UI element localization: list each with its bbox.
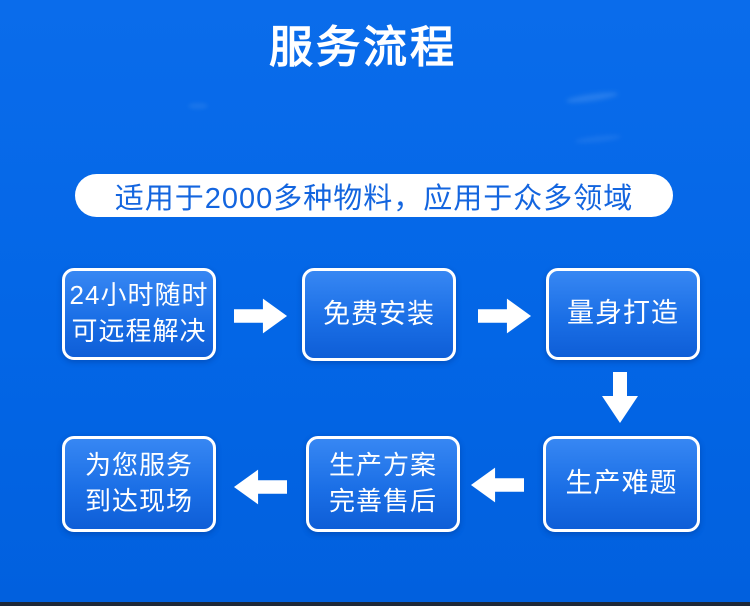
banner-pill: 适用于2000多种物料，应用于众多领域 <box>75 174 673 217</box>
flow-step-line: 为您服务 <box>84 450 193 481</box>
flow-step-line: 完善售后 <box>328 486 437 516</box>
flow-step-free-install: 免费安装 <box>302 268 456 361</box>
flow-step-remote-support: 24小时随时 可远程解决 <box>62 268 216 360</box>
arrow-down-icon <box>602 372 638 424</box>
flow-step-line: 免费安装 <box>323 298 435 329</box>
bottom-edge-strip <box>0 602 750 606</box>
flow-step-tailor-made: 量身打造 <box>546 268 700 360</box>
flow-step-line: 可远程解决 <box>71 316 207 346</box>
flow-step-production-plan-aftersales: 生产方案 完善售后 <box>306 436 460 532</box>
flow-step-line: 生产难题 <box>565 468 678 499</box>
flow-step-line: 到达现场 <box>84 486 193 516</box>
light-streak <box>574 133 622 145</box>
light-streak <box>188 103 208 109</box>
page-title: 服务流程 <box>269 23 457 72</box>
arrow-left-icon <box>233 468 287 506</box>
flow-step-line: 量身打造 <box>567 298 679 329</box>
flow-step-onsite-service: 为您服务 到达现场 <box>62 436 216 532</box>
arrow-right-icon <box>478 297 532 335</box>
banner-text: 适用于2000多种物料，应用于众多领域 <box>114 182 634 215</box>
flow-step-line: 24小时随时 <box>69 280 209 311</box>
light-streak <box>565 90 619 105</box>
flow-step-production-problem: 生产难题 <box>543 436 700 532</box>
arrow-left-icon <box>470 466 524 504</box>
flow-step-line: 生产方案 <box>328 450 437 481</box>
arrow-right-icon <box>234 297 288 335</box>
